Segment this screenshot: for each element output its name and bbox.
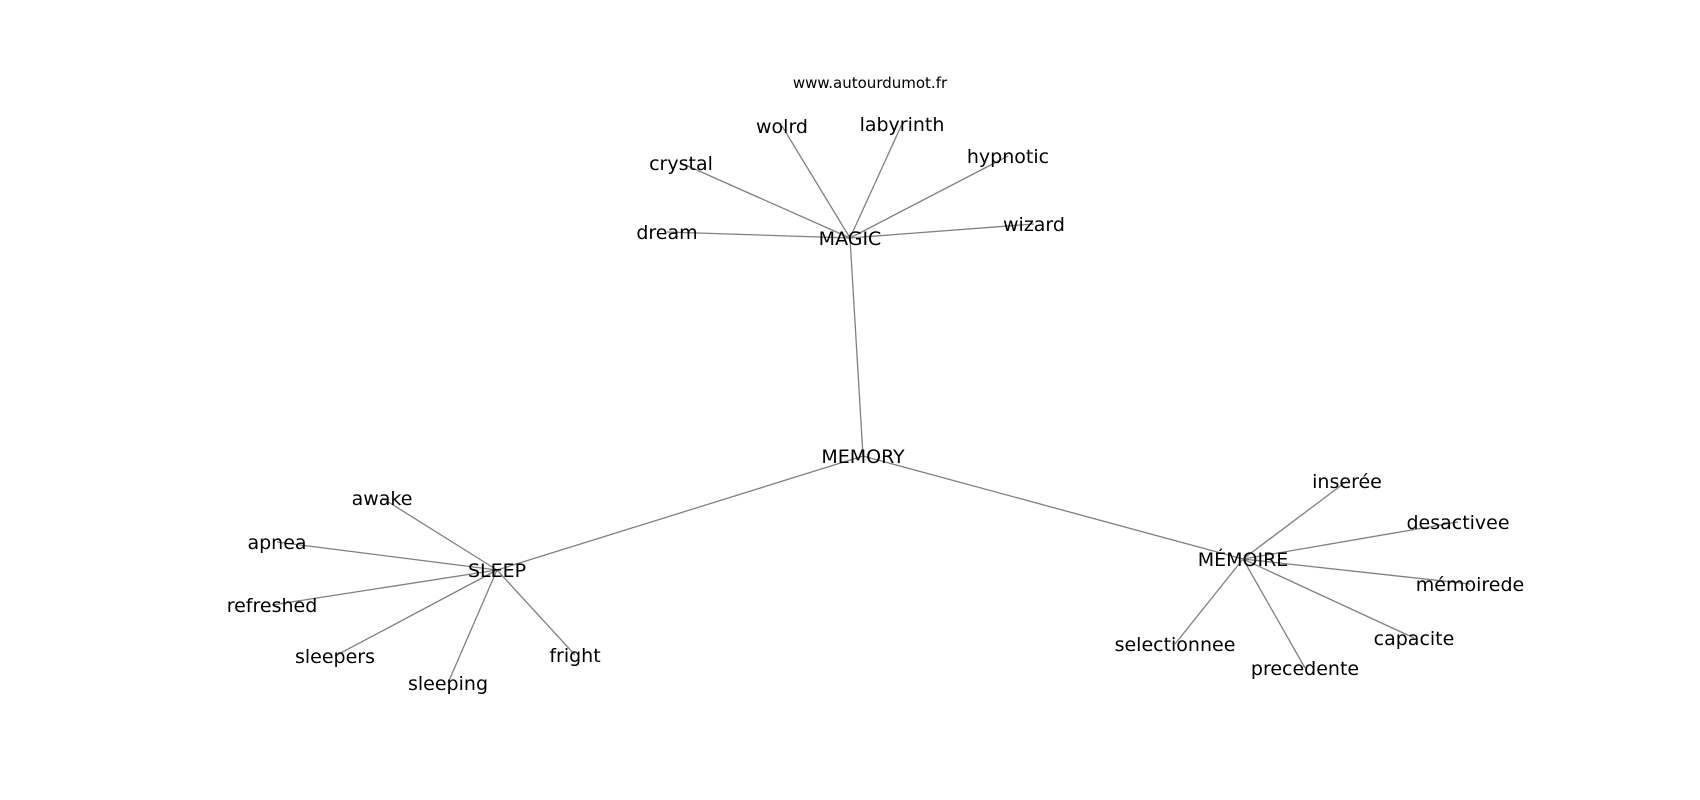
edge-hub-leaf <box>447 569 498 684</box>
leaf-node-label: awake <box>352 488 413 510</box>
edge-hub-leaf <box>276 541 498 571</box>
edge-hub-leaf <box>680 162 851 239</box>
edge-hub-leaf <box>1242 480 1348 560</box>
leaf-node-label: inserée <box>1312 471 1382 493</box>
edge-hub-leaf <box>1242 558 1415 639</box>
hub-node-label: MÉMOIRE <box>1198 548 1289 571</box>
graph-edges <box>271 123 1471 684</box>
leaf-node-label: precedente <box>1251 658 1359 680</box>
leaf-node-label: hypnotic <box>967 146 1049 168</box>
hub-node-label: MAGIC <box>819 228 882 250</box>
leaf-node-label: capacite <box>1374 628 1455 650</box>
edge-hub-leaf <box>334 569 498 657</box>
edge-center-hub <box>849 237 864 457</box>
edge-hub-leaf <box>666 231 851 239</box>
edge-hub-leaf <box>849 155 1009 239</box>
leaf-node-label: refreshed <box>227 595 318 617</box>
edge-hub-leaf <box>849 123 903 239</box>
leaf-node-label: mémoirede <box>1416 574 1524 596</box>
leaf-node-label: sleepers <box>295 646 375 668</box>
edge-hub-leaf <box>496 569 576 656</box>
site-watermark: www.autourdumot.fr <box>793 74 948 92</box>
leaf-node-label: desactivee <box>1406 512 1509 534</box>
leaf-node-label: apnea <box>247 532 306 554</box>
edge-hub-leaf <box>1174 558 1244 645</box>
leaf-node-label: dream <box>636 222 697 244</box>
leaf-node-label: selectionnee <box>1115 634 1236 656</box>
edge-hub-leaf <box>781 125 851 239</box>
leaf-node-label: fright <box>549 645 600 667</box>
edge-hub-leaf <box>1242 558 1471 585</box>
edge-center-hub <box>496 455 864 571</box>
edge-hub-leaf <box>1242 558 1306 669</box>
leaf-node-label: labyrinth <box>860 114 945 136</box>
edge-center-hub <box>862 455 1244 560</box>
edge-hub-leaf <box>271 569 498 606</box>
leaf-node-label: wolrd <box>756 116 808 138</box>
edge-hub-leaf <box>849 223 1035 239</box>
leaf-node-label: sleeping <box>408 673 488 695</box>
center-node-label: MEMORY <box>821 446 905 468</box>
leaf-node-label: wizard <box>1003 214 1065 236</box>
edge-hub-leaf <box>1242 521 1459 560</box>
graph-labels: www.autourdumot.fr dream crystal wolrd laby… <box>227 74 1525 695</box>
leaf-node-label: crystal <box>649 153 713 175</box>
hub-node-label: SLEEP <box>468 560 526 582</box>
edge-hub-leaf <box>381 497 498 571</box>
